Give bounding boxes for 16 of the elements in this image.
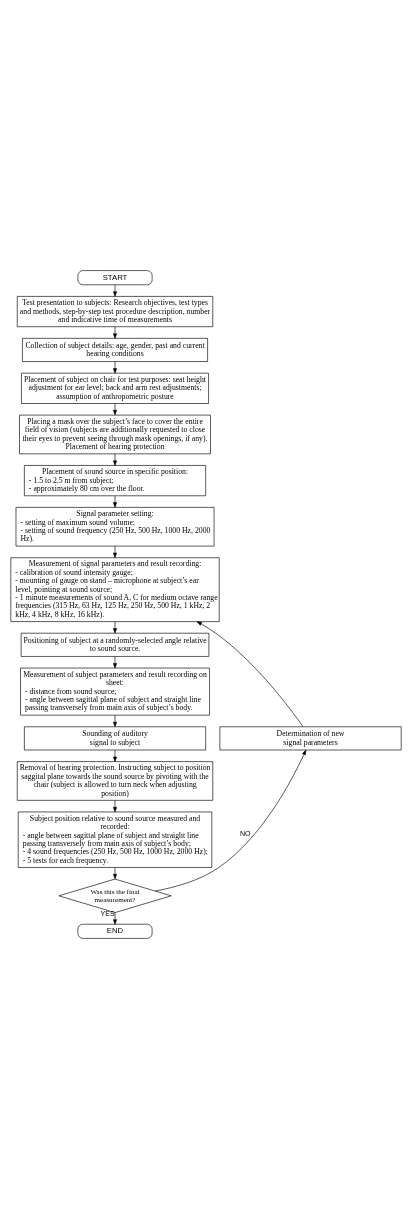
arrow: [154, 749, 307, 892]
arrow: [113, 749, 117, 762]
arrow: [113, 800, 117, 813]
arrow: [113, 453, 117, 466]
arrow: [196, 621, 304, 727]
arrow: [113, 284, 117, 297]
arrow: [113, 656, 117, 669]
arrow: [113, 867, 117, 880]
arrow: [113, 714, 117, 727]
arrow: [113, 403, 117, 416]
arrow: [113, 621, 117, 634]
arrow: [113, 912, 117, 925]
arrow: [113, 545, 117, 558]
arrow: [113, 495, 117, 508]
arrow: [113, 361, 117, 374]
arrow: [113, 326, 117, 339]
